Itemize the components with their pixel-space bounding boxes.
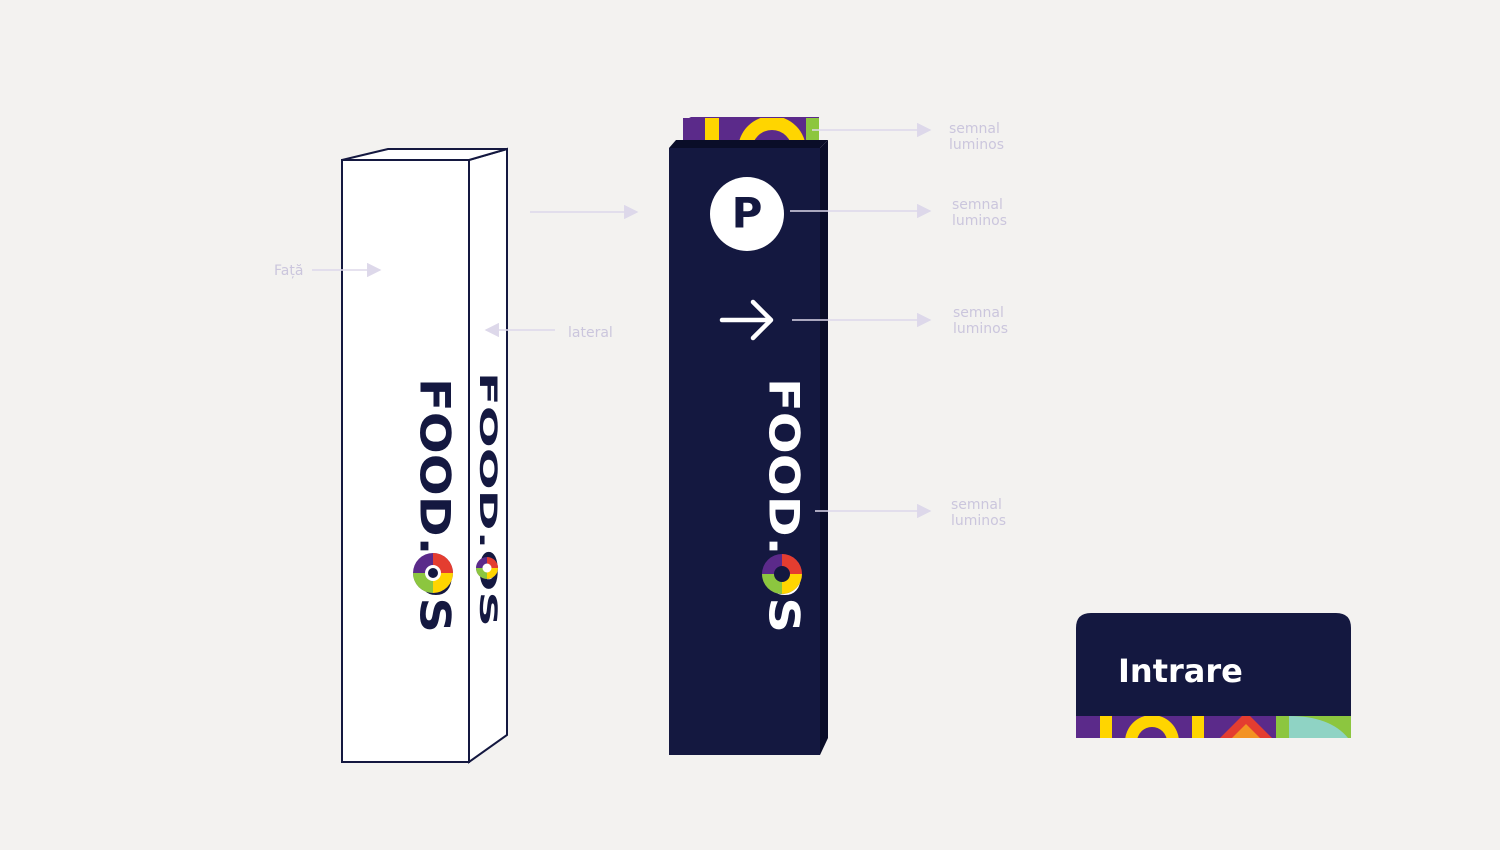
arrow-right-icon — [719, 299, 774, 341]
parking-circle — [710, 177, 784, 251]
annotation-front: Față — [274, 262, 382, 279]
entrance-sign-panel — [1076, 613, 1351, 737]
brand-text-front: FOOD.OS — [411, 378, 460, 633]
annotation-side: lateral — [484, 322, 613, 341]
totem-lit-side — [820, 140, 828, 755]
annotation-lit-2: semnal luminos — [790, 197, 1007, 229]
parking-sign: P — [710, 177, 784, 251]
annotation-lit-4-line-2: luminos — [951, 513, 1006, 529]
entrance-sign-label: Intrare — [1118, 652, 1243, 690]
totem-lit: P FOOD.OS — [669, 117, 828, 755]
parking-letter: P — [732, 189, 763, 238]
annotation-lit-4-line-1: semnal — [951, 497, 1002, 513]
annotation-lit-1: semnal luminos — [812, 121, 1004, 153]
annotation-lit-1-line-2: luminos — [949, 137, 1004, 153]
brand-logo-side: FOOD.OS — [474, 372, 502, 627]
annotation-lit-2-line-1: semnal — [952, 197, 1003, 213]
entrance-sign: Intrare — [1076, 613, 1351, 738]
annotation-lit-1-line-1: semnal — [949, 121, 1000, 137]
brand-o-icon-lit — [762, 554, 802, 594]
annotation-lit-4: semnal luminos — [815, 497, 1006, 529]
totem-outline-top-face — [341, 148, 508, 161]
brand-o-icon-front — [413, 553, 453, 593]
annotation-lit-3: semnal luminos — [792, 305, 1008, 337]
brand-logo-front: FOOD.OS — [411, 378, 460, 633]
brand-text-lit: FOOD.OS — [760, 378, 809, 633]
annotation-lit-3-line-1: semnal — [953, 305, 1004, 321]
annotation-lit-2-line-2: luminos — [952, 213, 1007, 229]
brand-text-side: FOOD.OS — [474, 372, 502, 627]
entrance-sign-pattern — [1076, 716, 1351, 738]
brand-logo-lit: FOOD.OS — [760, 378, 809, 633]
totem-lit-top-edge — [669, 140, 828, 148]
annotation-side-label: lateral — [568, 325, 613, 341]
brand-o-icon-side — [476, 557, 498, 579]
annotation-front-label: Față — [274, 263, 303, 279]
totem-outline: FOOD.OS FOOD.OS — [341, 147, 508, 764]
annotation-lit-3-line-2: luminos — [953, 321, 1008, 337]
